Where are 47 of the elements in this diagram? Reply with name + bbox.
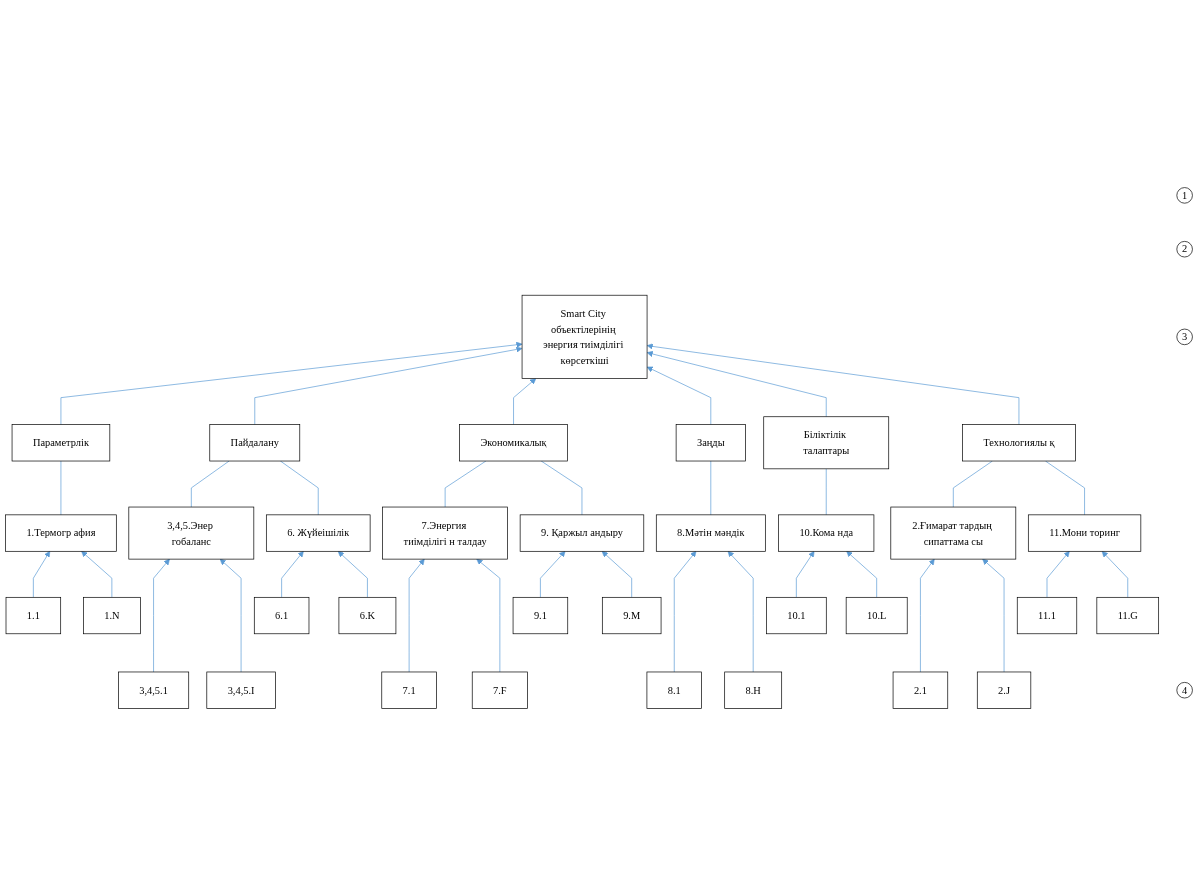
- connector: [540, 460, 583, 516]
- node-box: Пайдалану: [209, 424, 301, 462]
- node-box: Параметрлік: [11, 424, 111, 462]
- node-box: 11.1: [1016, 596, 1078, 635]
- connector: [280, 460, 319, 516]
- node-box: 2.1: [892, 671, 949, 709]
- node-box: Заңды: [675, 424, 746, 462]
- node-box: 2.Ғимарат тардың сипаттама сы: [890, 506, 1017, 560]
- node-circle: 4: [1176, 682, 1193, 699]
- node-box: 10.1: [766, 596, 827, 635]
- node-box: Біліктілік талаптары: [763, 416, 890, 470]
- node-box: 3,4,5.1: [118, 671, 190, 709]
- node-box: 1.Термогр афия: [5, 514, 117, 552]
- connector: [825, 468, 827, 516]
- node-box: 11.Мони торинг: [1027, 514, 1142, 552]
- node-box: 8.Мәтін мәндік: [655, 514, 766, 552]
- node-box: 3,4,5.Энер гобаланс: [128, 506, 255, 560]
- node-box: Экономикалық: [459, 424, 568, 462]
- node-box: 7.Энергия тиімділігі н талдау: [382, 506, 508, 560]
- node-circle: 1: [1176, 187, 1193, 204]
- node-circle: 3: [1176, 328, 1193, 346]
- node-box: 10.Кома нда: [778, 514, 875, 552]
- connector: [60, 460, 62, 516]
- node-box: Smart City объектілерінің энергия тиімділігі көрсеткіші: [521, 294, 648, 379]
- node-box: 2.J: [976, 671, 1032, 709]
- node-box: 1.N: [83, 596, 141, 635]
- node-box: 9.M: [601, 596, 662, 635]
- node-box: 8.H: [724, 671, 783, 709]
- node-box: 7.F: [471, 671, 528, 709]
- node-box: 10.L: [845, 596, 908, 635]
- node-box: 6.1: [253, 596, 310, 635]
- node-box: 1.1: [5, 596, 62, 635]
- node-box: 3,4,5.I: [206, 671, 276, 709]
- connector: [444, 460, 487, 508]
- connector: [190, 460, 230, 508]
- connector: [952, 460, 993, 508]
- node-circle: 2: [1176, 241, 1193, 258]
- node-box: Технологиялы қ: [962, 424, 1076, 462]
- connector: [1045, 460, 1085, 516]
- node-box: 8.1: [646, 671, 702, 709]
- connector: [710, 460, 712, 516]
- node-box: 7.1: [381, 671, 437, 709]
- node-box: 9. Қаржыл андыру: [519, 514, 645, 552]
- node-box: 6. Жүйеішілік: [266, 514, 371, 552]
- node-box: 6.K: [338, 596, 397, 635]
- node-box: 11.G: [1096, 596, 1159, 635]
- node-box: 9.1: [512, 596, 569, 635]
